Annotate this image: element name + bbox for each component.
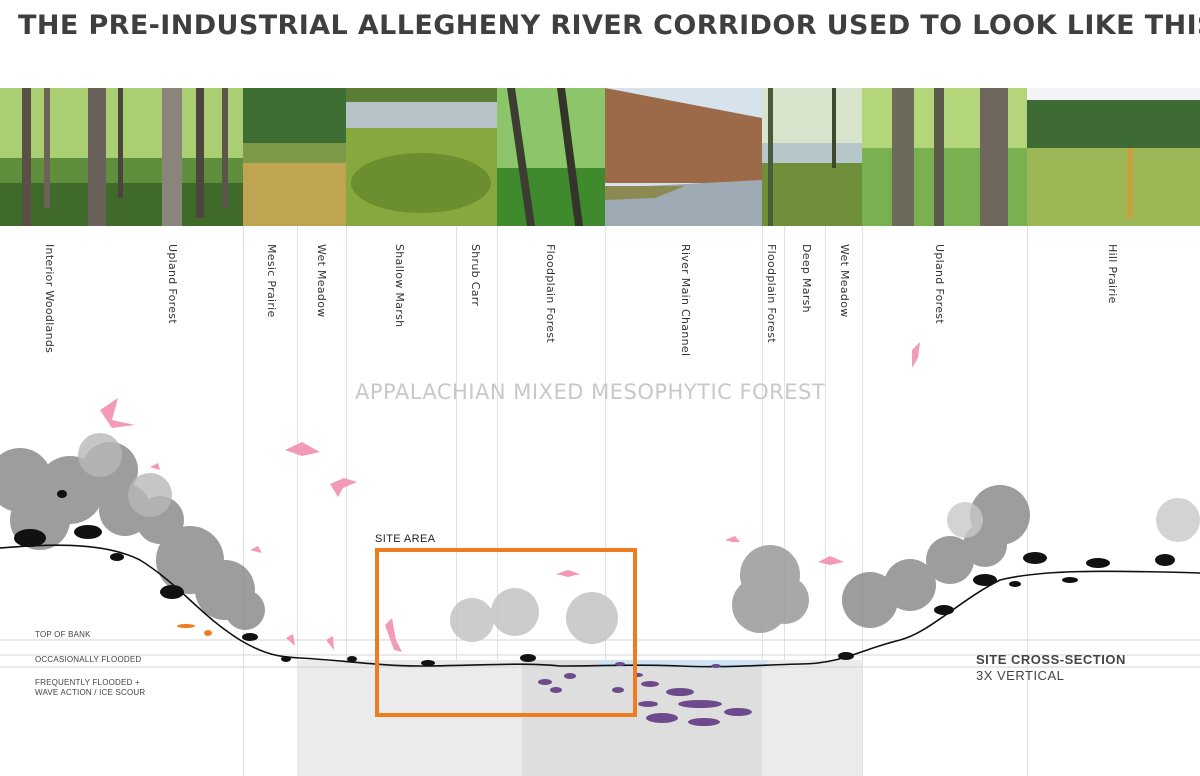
site-trees: [450, 588, 618, 644]
zone-divider: [762, 226, 763, 776]
zone-label-mesic-prairie: Mesic Prairie: [265, 244, 278, 318]
zone-divider: [862, 226, 863, 776]
site-area-label: SITE AREA: [375, 533, 436, 545]
zone-divider: [346, 226, 347, 776]
zone-divider: [1027, 226, 1028, 776]
channel-soil-band: [522, 660, 762, 776]
zone-label-deep-marsh: Deep Marsh: [800, 244, 813, 313]
amphibians: [177, 624, 212, 636]
zone-label-floodplain-forest-east: Floodplain Forest: [765, 244, 778, 343]
zone-label-upland-forest: Upland Forest: [166, 244, 179, 324]
cross-section-title: SITE CROSS-SECTION: [976, 652, 1126, 667]
photo-interior-woodlands: [0, 88, 243, 226]
zone-label-shallow-marsh: Shallow Marsh: [393, 244, 406, 328]
zone-label-hill-prairie: Hill Prairie: [1106, 244, 1119, 304]
zone-divider: [497, 226, 498, 776]
photo-floodplain-forest: [497, 88, 605, 226]
forest-type-label: APPALACHIAN MIXED MESOPHYTIC FOREST: [355, 380, 826, 404]
habitat-photo-strip: [0, 88, 1200, 226]
zone-label-river-main-channel: River Main Channel: [679, 244, 692, 357]
zone-divider: [243, 226, 244, 776]
west-forest-light: [78, 433, 172, 517]
east-forest: [842, 485, 1030, 628]
zone-label-wet-meadow-east: Wet Meadow: [838, 244, 851, 318]
floodplain-trees: [732, 545, 809, 633]
zone-label-floodplain-forest: Floodplain Forest: [544, 244, 557, 343]
zone-label-upland-forest-east: Upland Forest: [933, 244, 946, 324]
legend-top-of-bank: TOP OF BANK: [35, 630, 91, 639]
east-forest-light: [947, 498, 1200, 542]
photo-shallow-marsh: [346, 88, 497, 226]
cross-section-subtitle: 3X VERTICAL: [976, 668, 1065, 683]
fish: [538, 662, 752, 726]
zone-label-interior-woodlands: Interior Woodlands: [43, 244, 56, 354]
zone-divider: [297, 226, 298, 776]
legend-frequently-flooded-line2: WAVE ACTION / ICE SCOUR: [35, 688, 146, 697]
zone-divider: [456, 226, 457, 776]
wildlife-silhouettes: [14, 490, 1175, 666]
zone-label-shrub-carr: Shrub Carr: [469, 244, 482, 307]
zone-divider: [605, 226, 606, 776]
west-forest: [0, 442, 265, 630]
photo-river-main-channel: [605, 88, 762, 226]
zone-divider: [825, 226, 826, 776]
legend-frequently-flooded-line1: FREQUENTLY FLOODED +: [35, 678, 140, 687]
photo-deep-marsh: [762, 88, 862, 226]
legend-frequently-flooded: FREQUENTLY FLOODED + WAVE ACTION / ICE S…: [35, 678, 145, 698]
zone-label-wet-meadow: Wet Meadow: [315, 244, 328, 318]
page-title: THE PRE-INDUSTRIAL ALLEGHENY RIVER CORRI…: [18, 10, 1200, 41]
birds: [100, 342, 920, 652]
photo-upland-forest: [862, 88, 1027, 226]
photo-mesic-prairie: [243, 88, 346, 226]
legend-occasionally-flooded: OCCASIONALLY FLOODED: [35, 655, 142, 664]
photo-hill-prairie: [1027, 88, 1200, 226]
zone-divider: [784, 226, 785, 776]
site-area-box: [375, 548, 637, 717]
